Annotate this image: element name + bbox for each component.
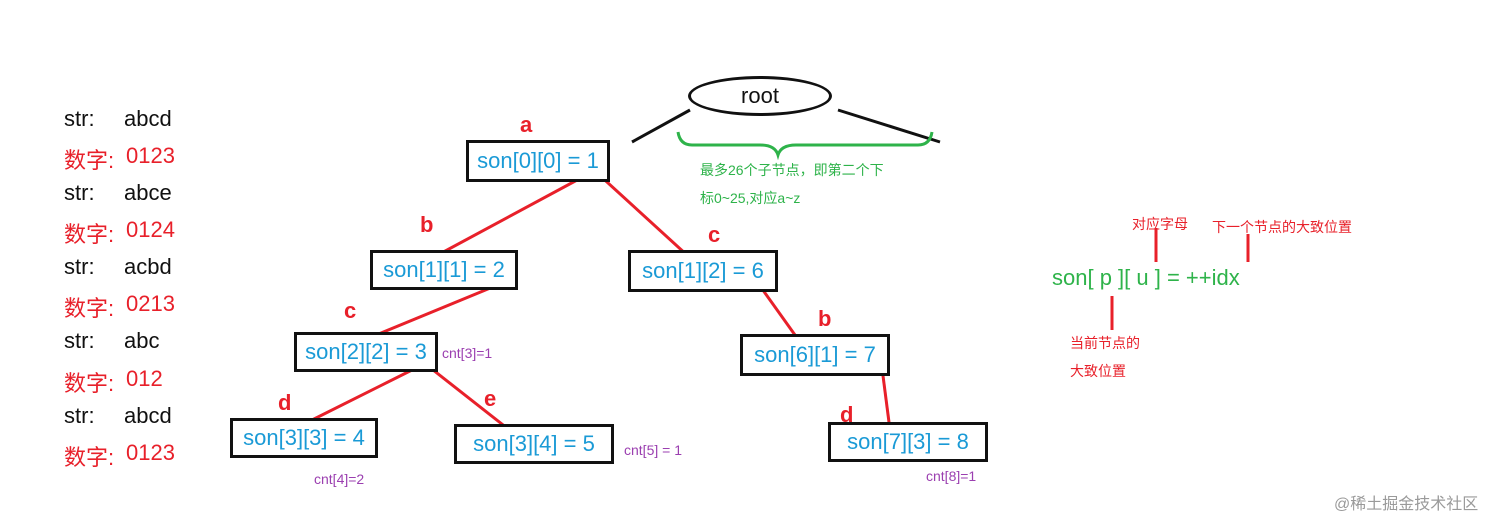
str-value: acbd	[124, 254, 172, 279]
str-label: str:	[64, 403, 95, 428]
formula-text: son[ p ][ u ] = ++idx	[1052, 265, 1240, 290]
node-label: son[0][0] = 1	[477, 148, 599, 173]
trie-node: son[7][3] = 8	[828, 422, 988, 462]
node-label: son[1][1] = 2	[383, 257, 505, 282]
formula-current-label-2: 大致位置	[1070, 363, 1126, 379]
str-value: abcd	[124, 403, 172, 428]
edge-letter: b	[420, 212, 434, 237]
root-left-line	[631, 108, 691, 144]
node-label: son[2][2] = 3	[305, 339, 427, 364]
root-label: root	[741, 83, 779, 108]
trie-node: son[3][3] = 4	[230, 418, 378, 458]
root-note-line2: 标0~25,对应a~z	[700, 190, 801, 206]
count-label: cnt[3]=1	[442, 345, 493, 361]
trie-node: son[0][0] = 1	[466, 140, 610, 182]
node-label: son[1][2] = 6	[642, 258, 764, 283]
edge-3-4	[301, 364, 421, 427]
edge-2-3	[363, 282, 501, 342]
trie-node: son[2][2] = 3	[294, 332, 438, 372]
num-value: 0123	[126, 440, 175, 465]
num-value: 012	[126, 366, 163, 391]
edge-6-7	[758, 285, 802, 343]
trie-node: son[1][2] = 6	[628, 250, 778, 292]
edge-letter: b	[818, 306, 832, 331]
str-label: str:	[64, 328, 95, 353]
num-label: 数字:	[64, 296, 115, 321]
node-label: son[3][3] = 4	[243, 425, 365, 450]
num-label: 数字:	[64, 445, 115, 470]
trie-node: son[3][4] = 5	[454, 424, 614, 464]
edge-letter: a	[520, 112, 533, 137]
node-label: son[7][3] = 8	[847, 429, 969, 454]
num-value: 0124	[126, 217, 175, 242]
formula-next-label: 下一个节点的大致位置	[1212, 219, 1352, 235]
trie-node: son[6][1] = 7	[740, 334, 890, 376]
str-value: abcd	[124, 106, 172, 131]
root-right-line	[837, 108, 941, 144]
edge-1-2	[435, 170, 593, 258]
str-label: str:	[64, 180, 95, 205]
num-label: 数字:	[64, 222, 115, 247]
edge-letter: d	[840, 402, 854, 427]
edge-1-6	[594, 170, 690, 258]
watermark: @稀土掘金技术社区	[1334, 496, 1479, 513]
root-note-line1: 最多26个子节点，即第二个下	[700, 162, 884, 178]
str-label: str:	[64, 106, 95, 131]
num-value: 0213	[126, 291, 175, 316]
root-node: root	[688, 76, 832, 116]
edge-letter: c	[708, 222, 721, 247]
str-value: abc	[124, 328, 160, 353]
edge-3-5	[427, 364, 513, 434]
edge-7-8	[880, 367, 892, 431]
formula-letter-label: 对应字母	[1132, 216, 1188, 232]
trie-node: son[1][1] = 2	[370, 250, 518, 290]
count-label: cnt[4]=2	[314, 471, 365, 487]
count-label: cnt[5] = 1	[624, 442, 682, 458]
node-label: son[3][4] = 5	[473, 431, 595, 456]
num-label: 数字:	[64, 371, 115, 396]
str-value: abce	[124, 180, 172, 205]
str-label: str:	[64, 254, 95, 279]
green-brace	[676, 131, 934, 161]
edge-letter: d	[278, 390, 292, 415]
count-label: cnt[8]=1	[926, 468, 977, 484]
edge-letter: e	[484, 386, 497, 411]
num-value: 0123	[126, 143, 175, 168]
formula-current-label-1: 当前节点的	[1070, 335, 1140, 351]
edge-letter: c	[344, 298, 357, 323]
node-label: son[6][1] = 7	[754, 342, 876, 367]
num-label: 数字:	[64, 148, 115, 173]
